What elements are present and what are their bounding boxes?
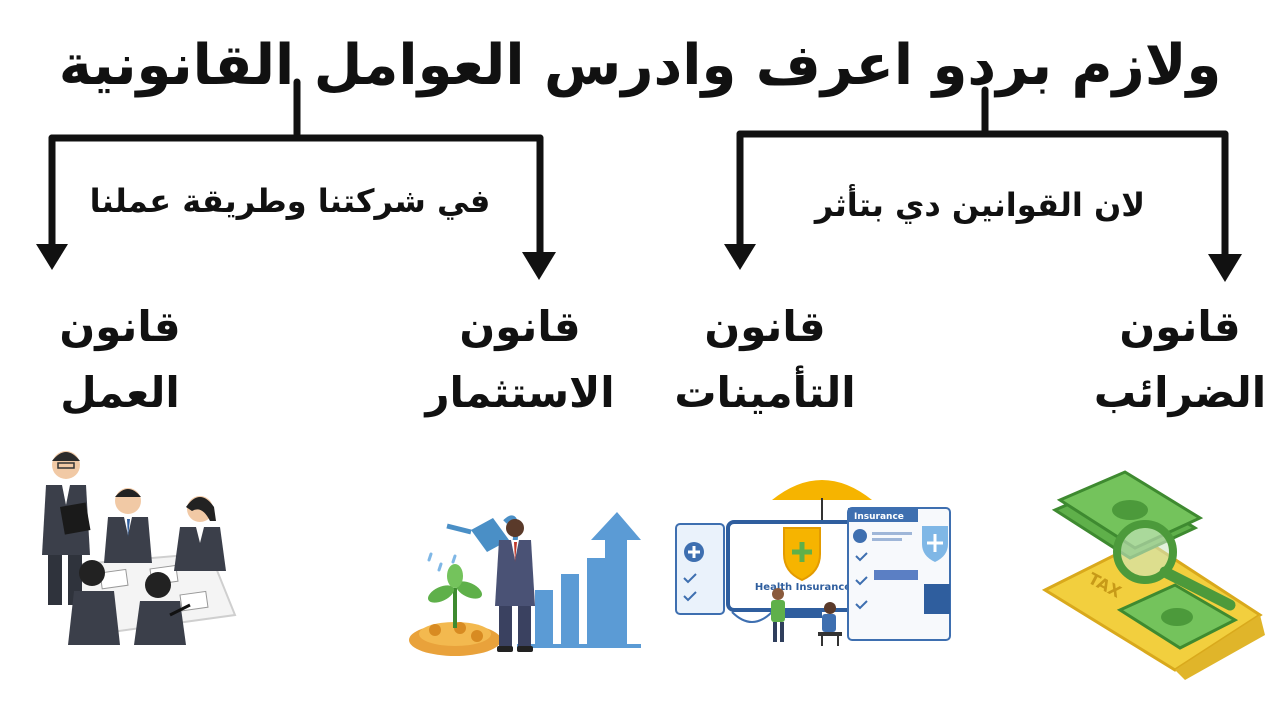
law-insurance: قانون التأمينات — [645, 294, 885, 426]
tax-money-magnifier-icon: TAX — [1041, 470, 1265, 680]
law-labor: قانون العمل — [0, 294, 240, 426]
law-investment-line2: الاستثمار — [425, 368, 615, 417]
office-meeting-icon — [42, 451, 237, 645]
law-insurance-line1: قانون — [704, 302, 826, 351]
arrowhead-insurance — [724, 244, 756, 270]
insurance-form-label: Insurance — [854, 512, 904, 522]
law-labor-line1: قانون — [59, 302, 181, 351]
insurance-screen-label: Health Insurance — [755, 582, 851, 593]
right-branch-label: لان القوانين دي بتأثر — [814, 186, 1146, 224]
law-taxes: قانون الضرائب — [1060, 294, 1280, 426]
law-investment: قانون الاستثمار — [400, 294, 640, 426]
arrowhead-taxes — [1208, 254, 1242, 282]
health-insurance-icon: Health Insurance Insurance — [675, 480, 951, 646]
investment-growth-icon — [409, 512, 641, 656]
arrowhead-labor — [36, 244, 68, 270]
law-taxes-line1: قانون — [1119, 302, 1241, 351]
law-investment-line1: قانون — [459, 302, 581, 351]
main-title: ولازم بردو اعرف وادرس العوامل القانونية — [58, 33, 1222, 98]
law-insurance-line2: التأمينات — [674, 368, 856, 417]
arrowhead-investment — [522, 252, 556, 280]
law-taxes-line2: الضرائب — [1093, 368, 1267, 417]
left-branch-label: في شركتنا وطريقة عملنا — [89, 182, 491, 220]
law-labor-line2: العمل — [60, 368, 180, 417]
